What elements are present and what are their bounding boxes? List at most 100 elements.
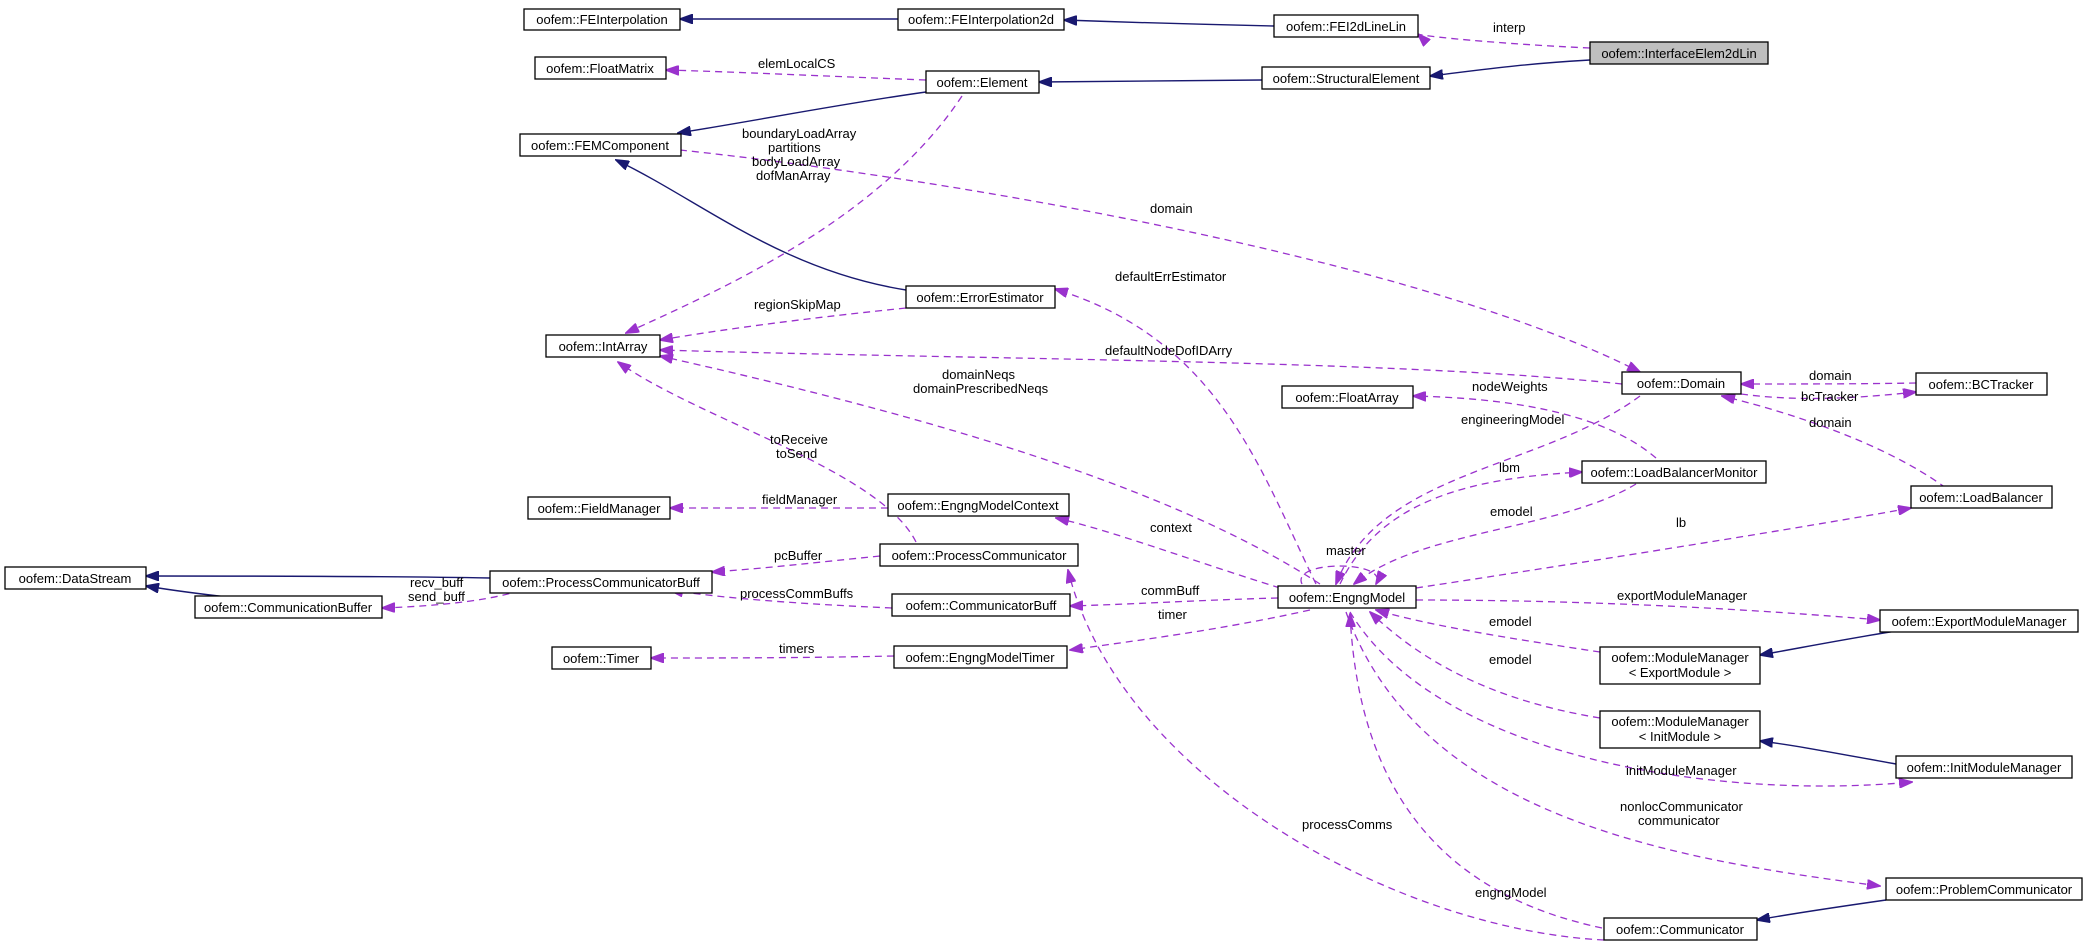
edge-label-engineeringmodel: engineeringModel [1461,412,1564,427]
node-element[interactable]: oofem::Element [925,70,1040,94]
node-fei2dlinelin[interactable]: oofem::FEI2dLineLin [1273,14,1419,38]
node-label: oofem::EngngModelTimer [905,650,1055,665]
node-modulemanager-initmodule[interactable]: oofem::ModuleManager < InitModule > [1599,710,1761,749]
edge-engngmodel-intarray [660,356,1321,585]
edge-interfaceelem-to-structuralelement [1430,59,1591,76]
edge-initmm-to-modulemanager [1760,741,1897,765]
node-label: oofem::ExportModuleManager [1892,614,2068,629]
edge-element-intarray [626,95,963,333]
node-label: oofem::LoadBalancerMonitor [1591,465,1759,480]
edge-interp [1418,34,1591,49]
edge-label-timers: timers [779,641,815,656]
edge-label-defaultnodedofidarry: defaultNodeDofIDArry [1105,343,1233,358]
edge-label-tosend: toSend [776,446,817,461]
edge-errorestimator-intarray [660,307,907,340]
node-intarray[interactable]: oofem::IntArray [545,334,661,358]
node-label: oofem::Element [936,75,1027,90]
node-engngmodelcontext[interactable]: oofem::EngngModelContext [887,493,1070,517]
edge-label-regionskipmap: regionSkipMap [754,297,841,312]
edge-label-send-buff: send_buff [408,589,465,604]
edge-label-engngmodel: engngModel [1475,885,1547,900]
node-problemcommunicator[interactable]: oofem::ProblemCommunicator [1885,877,2083,901]
edge-commbuff-pcbuff [670,590,893,609]
node-label: oofem::InitModuleManager [1907,760,2062,775]
node-initmodulemanager[interactable]: oofem::InitModuleManager [1895,755,2073,779]
node-label: oofem::CommunicationBuffer [204,600,373,615]
edge-lbm-floatarray [1413,396,1657,459]
node-label: oofem::InterfaceElem2dLin [1601,46,1756,61]
edge-modulemanager-init-engngmodel [1370,612,1601,719]
node-femcomponent[interactable]: oofem::FEMComponent [519,133,682,157]
node-bctracker[interactable]: oofem::BCTracker [1915,372,2048,396]
edge-lbm-engngmodel [1354,483,1637,584]
edge-structuralelement-to-element [1039,80,1263,82]
edge-elemlocalcs [666,70,927,81]
node-interfaceelem2dlin[interactable]: oofem::InterfaceElem2dLin [1589,41,1769,65]
node-fieldmanager[interactable]: oofem::FieldManager [527,496,671,520]
node-label: oofem::FloatMatrix [546,61,654,76]
edge-label-nodeweights: nodeWeights [1472,379,1548,394]
node-label: oofem::IntArray [559,339,648,354]
node-engngmodel[interactable]: oofem::EngngModel [1277,585,1417,609]
node-loadbalancer[interactable]: oofem::LoadBalancer [1910,485,2053,509]
edge-label-context: context [1150,520,1192,535]
node-datastream[interactable]: oofem::DataStream [4,566,147,590]
edge-label-fieldmanager: fieldManager [762,492,838,507]
node-feinterpolation2d[interactable]: oofem::FEInterpolation2d [897,8,1065,31]
edge-engngmodel-problemcomm [1345,611,1880,886]
node-loadbalancermonitor[interactable]: oofem::LoadBalancerMonitor [1581,460,1767,484]
edge-element-to-femcomponent [678,91,927,133]
edge-label-communicator: communicator [1638,813,1720,828]
node-processcommunicatorbuff[interactable]: oofem::ProcessCommunicatorBuff [489,570,713,594]
edge-label-emodel-lbm: emodel [1490,504,1533,519]
edge-engngmodel-errorestimator [1055,289,1317,585]
node-feinterpolation[interactable]: oofem::FEInterpolation [523,8,681,31]
edge-errorestimator-to-femcomponent [616,160,907,291]
edge-label-processcomms: processComms [1302,817,1393,832]
edge-label-domainprescribedneqs: domainPrescribedNeqs [913,381,1049,396]
edge-label-partitions: partitions [768,140,821,155]
edge-label-interp: interp [1493,20,1526,35]
node-label: oofem::CommunicatorBuff [906,598,1057,613]
edge-label-lb: lb [1676,515,1686,530]
node-floatarray[interactable]: oofem::FloatArray [1281,385,1414,409]
node-exportmodulemanager[interactable]: oofem::ExportModuleManager [1879,609,2079,633]
node-label-line2: < ExportModule > [1629,665,1732,680]
edge-label-bctracker: bcTracker [1801,389,1859,404]
edge-label-domainneqs: domainNeqs [942,367,1015,382]
edge-enginetimer-timer [651,656,895,658]
node-label: oofem::ErrorEstimator [916,290,1044,305]
node-errorestimator[interactable]: oofem::ErrorEstimator [905,285,1056,309]
edge-fei2dlinelin-to-fei2d [1064,20,1275,27]
node-domain[interactable]: oofem::Domain [1621,371,1742,395]
node-label: oofem::EngngModelContext [897,498,1059,513]
node-label: oofem::LoadBalancer [1919,490,2043,505]
edge-modulemanager-export-engngmodel [1376,610,1601,653]
node-label: oofem::StructuralElement [1273,71,1420,86]
node-engngmodeltimer[interactable]: oofem::EngngModelTimer [893,645,1068,669]
edge-engngmodel-commbuff [1070,597,1279,606]
node-label: oofem::ProcessCommunicator [892,548,1068,563]
edge-engngmodel-loadbalancer [1415,508,1911,589]
node-communicatorbuff[interactable]: oofem::CommunicatorBuff [891,593,1071,617]
edge-label-domain-lb: domain [1809,415,1852,430]
edge-label-recv-buff: recv_buff [410,575,464,590]
node-timer[interactable]: oofem::Timer [551,646,652,670]
edge-bctracker-domain [1741,383,1917,384]
edge-problemcomm-to-communicator [1757,899,1887,920]
node-label: oofem::DataStream [19,571,132,586]
node-communicator[interactable]: oofem::Communicator [1603,917,1758,941]
node-modulemanager-exportmodule[interactable]: oofem::ModuleManager < ExportModule > [1599,646,1761,685]
edge-exportmm-to-modulemanager [1760,630,1897,655]
class-nodes: oofem::FEInterpolation oofem::FEInterpol… [4,8,2083,941]
node-processcommunicator[interactable]: oofem::ProcessCommunicator [879,543,1079,567]
node-communicationbuffer[interactable]: oofem::CommunicationBuffer [194,595,383,619]
edge-label-timer: timer [1158,607,1188,622]
edge-label-domain-fem: domain [1150,201,1193,216]
node-label: oofem::FEMComponent [531,138,669,153]
edge-label-exportmodulemanager: exportModuleManager [1617,588,1748,603]
node-floatmatrix[interactable]: oofem::FloatMatrix [534,56,667,80]
edge-engngmodel-master [1300,565,1377,584]
node-structuralelement[interactable]: oofem::StructuralElement [1261,66,1431,90]
